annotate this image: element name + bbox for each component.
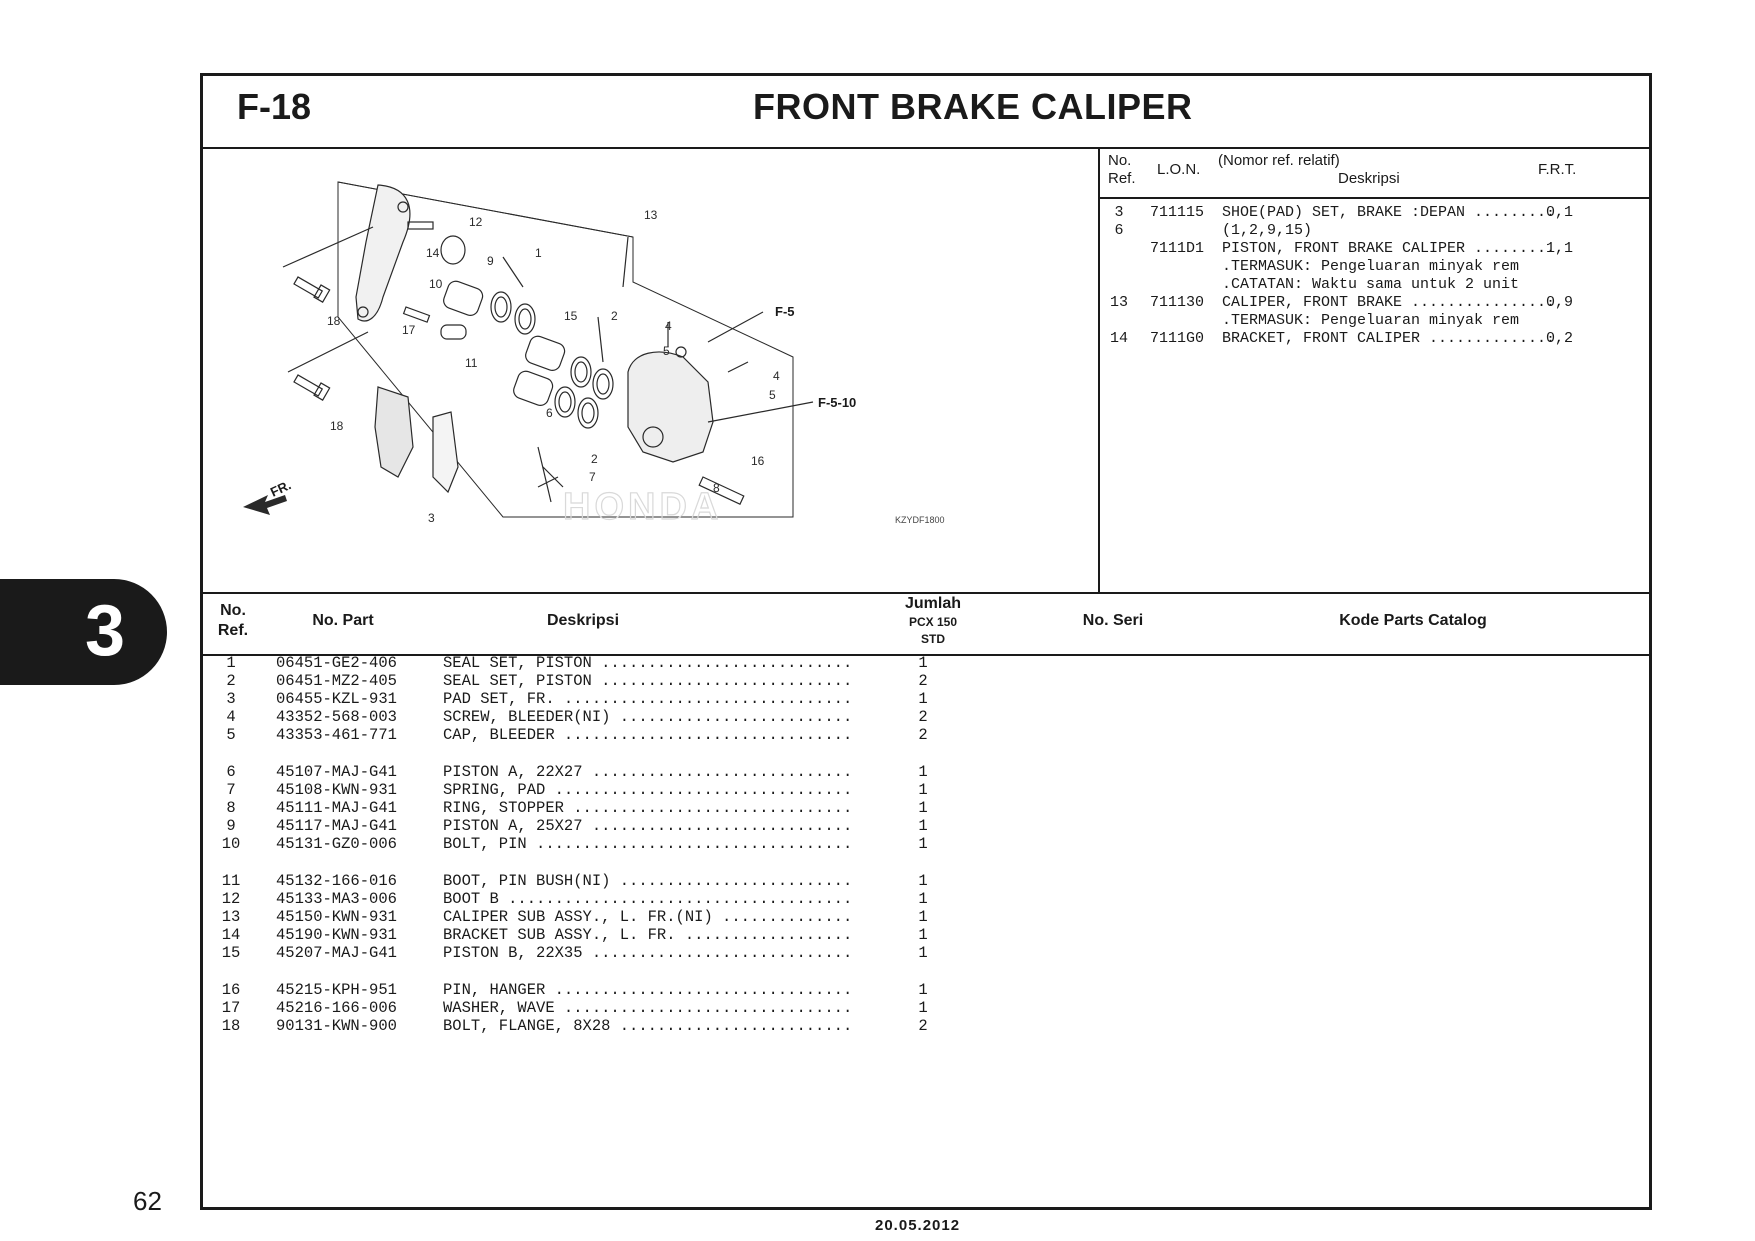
callout-12: 12 xyxy=(469,215,483,229)
parts-table-header: No. Ref. No. Part Deskripsi Jumlah PCX 1… xyxy=(203,592,1649,656)
callout-2: 2 xyxy=(591,452,598,466)
callout-9: 9 xyxy=(487,254,494,268)
callout-4: 4 xyxy=(773,369,780,383)
header-model: PCX 150 xyxy=(908,615,958,629)
publication-date: 20.05.2012 xyxy=(875,1217,961,1234)
frt-header-frt: F.R.T. xyxy=(1538,161,1577,178)
header-no: No. xyxy=(220,602,246,619)
frt-row: .TERMASUK: Pengeluaran minyak rem xyxy=(1222,258,1520,275)
frt-header-lon: L.O.N. xyxy=(1157,161,1201,178)
frt-header-nomor: (Nomor ref. relatif) xyxy=(1218,152,1340,169)
chapter-number: 3 xyxy=(85,591,126,671)
page-number: 62 xyxy=(133,1186,162,1216)
title-bar: F-18 FRONT BRAKE CALIPER xyxy=(203,76,1649,149)
callout-1: 1 xyxy=(535,246,542,260)
catalog-frame: F-18 FRONT BRAKE CALIPER xyxy=(200,73,1652,1210)
diagram-code: KZYDF1800 xyxy=(895,515,945,525)
frt-table: No. Ref. L.O.N. (Nomor ref. relatif) Des… xyxy=(1100,147,1649,592)
diagram-drawing: HONDA 1 2 2 3 4 4 5 5 6 7 8 9 10 11 12 1… xyxy=(243,181,945,529)
callout-14: 14 xyxy=(426,246,440,260)
ref-f-5-10: F-5-10 xyxy=(818,395,856,410)
callout-17: 17 xyxy=(402,323,416,337)
callout-18: 18 xyxy=(327,314,341,328)
header-std: STD xyxy=(921,632,945,646)
header-seri: No. Seri xyxy=(1082,612,1144,629)
callout-3: 3 xyxy=(428,511,435,525)
callout-2: 2 xyxy=(611,309,618,323)
callout-5: 5 xyxy=(663,344,670,358)
frt-row: .CATATAN: Waktu sama untuk 2 unit xyxy=(1222,276,1520,293)
page-title: FRONT BRAKE CALIPER xyxy=(753,86,1193,127)
exploded-diagram: HONDA 1 2 2 3 4 4 5 5 6 7 8 9 10 11 12 1… xyxy=(203,147,1100,592)
honda-watermark: HONDA xyxy=(563,486,722,528)
callout-5: 5 xyxy=(769,388,776,402)
ref-f-5: F-5 xyxy=(775,304,795,319)
callout-18: 18 xyxy=(330,419,344,433)
callout-8: 8 xyxy=(713,481,720,495)
header-jumlah: Jumlah xyxy=(904,595,961,612)
chapter-tab xyxy=(0,579,167,685)
header-part: No. Part xyxy=(312,612,374,629)
callout-15: 15 xyxy=(564,309,578,323)
callout-10: 10 xyxy=(429,277,443,291)
header-kode: Kode Parts Catalog xyxy=(1339,612,1487,629)
callout-13: 13 xyxy=(644,208,658,222)
section-code: F-18 xyxy=(237,86,312,127)
frt-header: No. Ref. L.O.N. (Nomor ref. relatif) Des… xyxy=(1100,147,1649,199)
header-desc: Deskripsi xyxy=(546,612,620,629)
callout-7: 7 xyxy=(589,470,596,484)
frt-header-no: No. xyxy=(1108,152,1132,169)
frt-header-deskripsi: Deskripsi xyxy=(1338,170,1400,187)
frt-row: .TERMASUK: Pengeluaran minyak rem xyxy=(1222,312,1520,329)
frt-row: 6(1,2,9,15) xyxy=(1114,222,1313,239)
fr-label: FR. xyxy=(268,477,293,499)
frt-header-ref: Ref. xyxy=(1108,170,1136,187)
callout-6: 6 xyxy=(546,406,553,420)
callout-16: 16 xyxy=(751,454,765,468)
callout-11: 11 xyxy=(465,356,478,370)
callout-4: 4 xyxy=(665,319,672,333)
header-ref: Ref. xyxy=(217,622,249,639)
